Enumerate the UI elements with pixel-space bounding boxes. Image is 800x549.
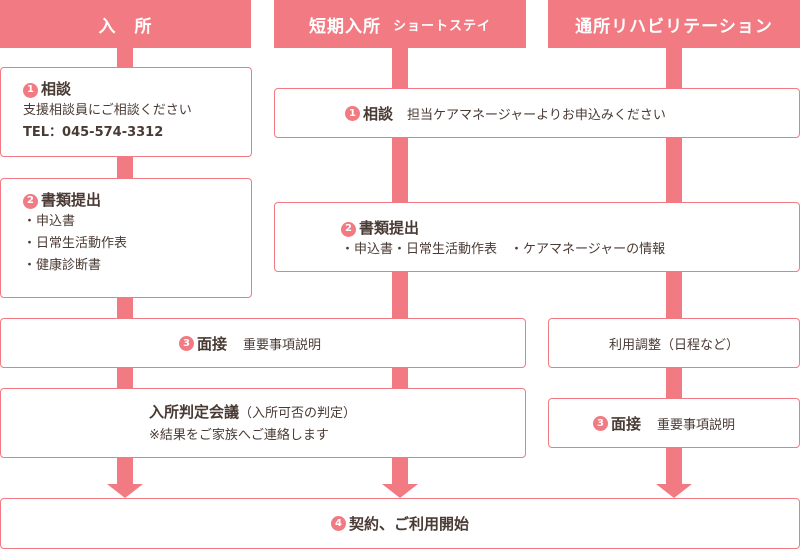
step-number-badge: 3 xyxy=(179,335,194,351)
middle-step2-title: 書類提出 xyxy=(359,219,420,237)
header-nyusho-label: 入 所 xyxy=(98,16,153,37)
shared-step3-text: 重要事項説明 xyxy=(243,337,322,353)
middle-step1-text: 担当ケアマネージャーよりお申込みください xyxy=(407,107,666,123)
header-tanki: 短期入所 ショートステイ xyxy=(274,0,526,48)
judge-box: 入所判定会議（入所可否の判定） ※結果をご家族へご連絡します xyxy=(0,388,526,458)
right-adjust-box: 利用調整（日程など） xyxy=(548,318,800,368)
left-step2-item: ・健康診断書 xyxy=(23,258,102,273)
judge-title: 入所判定会議 xyxy=(149,403,240,421)
step-number-badge: 1 xyxy=(345,105,360,121)
left-step1-text: 支援相談員にご相談ください xyxy=(23,103,192,118)
step-number-badge: 1 xyxy=(23,82,38,98)
left-step1-title: 相談 xyxy=(41,80,72,98)
header-tanki-sub: ショートステイ xyxy=(392,18,491,34)
step4-title: 契約、ご利用開始 xyxy=(348,515,469,533)
shared-step3-title: 面接 xyxy=(197,334,228,353)
header-tsusho-label: 通所リハビリテーション xyxy=(575,16,773,37)
arrow-down-icon xyxy=(107,484,143,498)
judge-title-note: （入所可否の判定） xyxy=(239,406,357,421)
left-step2-item: ・日常生活動作表 xyxy=(23,236,128,251)
shared-step3-box: 3 面接 重要事項説明 xyxy=(0,318,526,368)
header-nyusho: 入 所 xyxy=(0,0,251,48)
middle-step1-title: 相談 xyxy=(363,104,394,123)
right-adjust-text: 利用調整（日程など） xyxy=(608,337,739,353)
right-step3-box: 3 面接 重要事項説明 xyxy=(548,398,800,448)
arrow-down-icon xyxy=(382,484,418,498)
header-tanki-label: 短期入所 xyxy=(308,16,381,37)
step-number-badge: 4 xyxy=(330,516,346,531)
right-step3-title: 面接 xyxy=(611,414,642,433)
left-step2-title: 書類提出 xyxy=(41,191,102,209)
middle-step1-box: 1 相談 担当ケアマネージャーよりお申込みください xyxy=(274,88,800,138)
step-number-badge: 2 xyxy=(23,193,38,209)
judge-note: ※結果をご家族へご連絡します xyxy=(149,428,329,443)
left-step2-item: ・申込書 xyxy=(23,214,76,229)
middle-step2-text: ・申込書・日常生活動作表 ・ケアマネージャーの情報 xyxy=(341,242,666,257)
header-tsusho: 通所リハビリテーション xyxy=(548,0,800,48)
step4-box: 4 契約、ご利用開始 xyxy=(0,498,800,549)
arrow-down-icon xyxy=(656,484,692,498)
step-number-badge: 3 xyxy=(593,415,608,431)
step-number-badge: 2 xyxy=(341,221,356,237)
right-step3-text: 重要事項説明 xyxy=(657,417,736,433)
left-step1-tel: TEL：045-574-3312 xyxy=(23,125,164,140)
